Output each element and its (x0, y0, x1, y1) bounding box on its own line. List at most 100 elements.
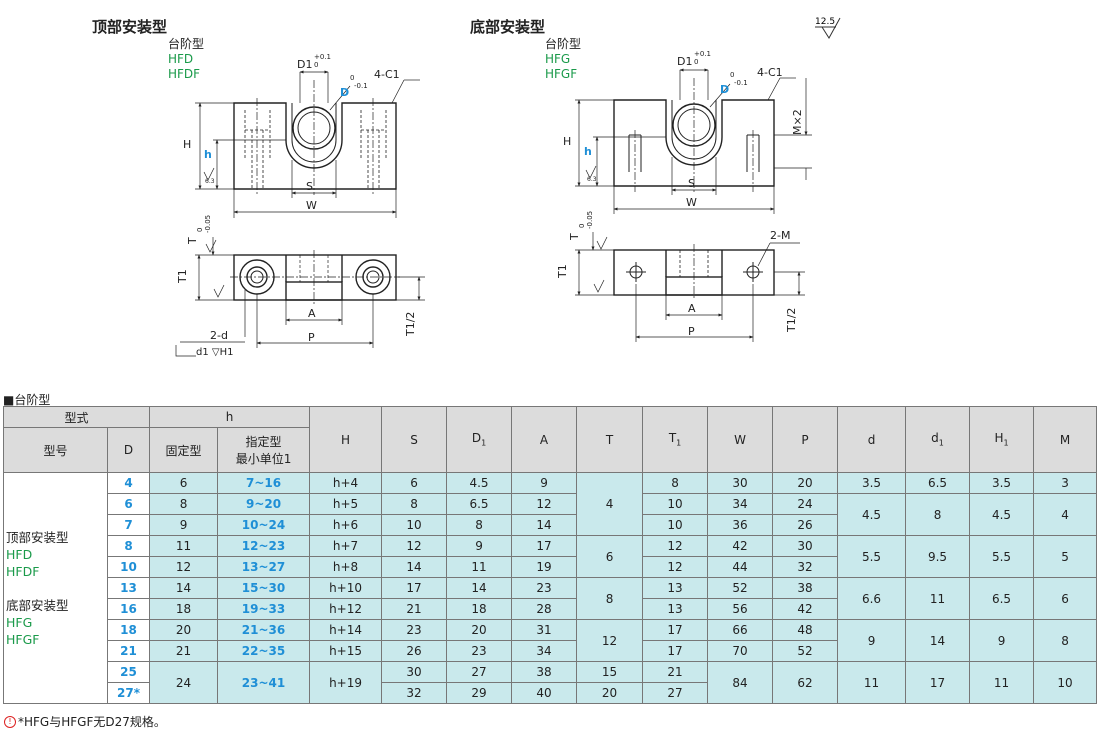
cell-S: 14 (381, 556, 448, 578)
cell-hs: 22~35 (217, 640, 311, 662)
svg-text:d1 ▽H1: d1 ▽H1 (196, 347, 233, 358)
cell-H1: 9 (969, 619, 1035, 662)
cell-hs: 10~24 (217, 514, 311, 536)
cell-hf: 21 (149, 640, 219, 662)
cell-d: 3.5 (837, 472, 907, 494)
cell-A: 14 (511, 514, 578, 536)
cell-H1: 5.5 (969, 535, 1035, 578)
cell-T1: 17 (642, 640, 709, 662)
spec-table: 型式 h H S D1 A T T1 W P d d1 H1 M 型号 D 固定… (2, 406, 1098, 704)
cell-W: 66 (707, 619, 774, 641)
cell-D1: 9 (446, 535, 513, 557)
cell-M: 3 (1033, 472, 1098, 494)
cell-H: h+8 (309, 556, 383, 578)
cell-hf: 9 (149, 514, 219, 536)
svg-text:4-C1: 4-C1 (374, 68, 400, 81)
cell-A: 40 (511, 682, 578, 704)
cell-P: 30 (772, 535, 839, 557)
cell-P: 52 (772, 640, 839, 662)
svg-text:-0.1: -0.1 (354, 82, 368, 90)
cell-H: h+12 (309, 598, 383, 620)
cell-H1: 11 (969, 661, 1035, 704)
cell-D: 18 (106, 619, 151, 641)
header-type: 型式 (2, 406, 151, 428)
bottom-front-labels: D1 +0.1 0 D 0 -0.1 4-C1 M×2 H h S W 6.3 (563, 50, 804, 209)
cell-H: h+4 (309, 472, 383, 494)
roughness-symbol: 12.5 (815, 17, 841, 39)
cell-P: 48 (772, 619, 839, 641)
svg-text:-0.05: -0.05 (586, 211, 594, 229)
svg-text:A: A (308, 307, 316, 320)
cell-A: 34 (511, 640, 578, 662)
cell-H: h+6 (309, 514, 383, 536)
cell-d1: 9.5 (905, 535, 971, 578)
svg-text:T1: T1 (556, 264, 569, 279)
cell-S: 17 (381, 577, 448, 599)
svg-text:M×2: M×2 (791, 109, 804, 135)
cell-d: 4.5 (837, 493, 907, 536)
svg-text:-0.05: -0.05 (204, 215, 212, 233)
cell-d1: 11 (905, 577, 971, 620)
footnote: ! *HFG与HFGF无D27规格。 (4, 713, 166, 730)
header-model: 型号 (3, 427, 108, 473)
header-H: H (309, 406, 383, 473)
cell-M: 5 (1033, 535, 1098, 578)
cell-S: 30 (381, 661, 448, 683)
cell-d1: 14 (905, 619, 971, 662)
cell-P: 26 (772, 514, 839, 536)
svg-text:6.3: 6.3 (205, 178, 215, 185)
cell-hf: 6 (149, 472, 219, 494)
cell-W: 44 (707, 556, 774, 578)
cell-D: 8 (106, 535, 151, 557)
svg-text:P: P (688, 325, 695, 338)
header-H1: H1 (969, 406, 1035, 473)
header-T: T (576, 406, 644, 473)
cell-W: 52 (707, 577, 774, 599)
cell-S: 32 (381, 682, 448, 704)
cell-T1: 13 (642, 577, 709, 599)
svg-text:T1: T1 (176, 269, 189, 284)
cell-H: h+5 (309, 493, 383, 515)
cell-hf: 24 (149, 661, 219, 704)
cell-S: 23 (381, 619, 448, 641)
cell-M: 10 (1033, 661, 1098, 704)
cell-P: 32 (772, 556, 839, 578)
cell-P: 42 (772, 598, 839, 620)
header-D: D (106, 427, 151, 473)
cell-W: 34 (707, 493, 774, 515)
cell-D1: 8 (446, 514, 513, 536)
table-row: 25 24 23~41 h+19 30 27 38 15 21 84 62 11… (4, 661, 1098, 704)
cell-M: 6 (1033, 577, 1098, 620)
cell-d: 9 (837, 619, 907, 662)
cell-hs: 15~30 (217, 577, 311, 599)
cell-A: 38 (511, 661, 578, 683)
top-type-label: 台阶型 (168, 37, 205, 51)
cell-W: 70 (707, 640, 774, 662)
cell-D1: 4.5 (446, 472, 513, 494)
cell-hs: 21~36 (217, 619, 311, 641)
table-row: 6 8 9~20 h+5 8 6.5 12 10 34 24 4.5 8 4.5… (4, 493, 1098, 536)
cell-T1: 10 (642, 493, 709, 515)
svg-text:0: 0 (350, 74, 354, 82)
cell-T: 4 (576, 472, 644, 536)
cell-D: 10 (106, 556, 151, 578)
cell-hs: 7~16 (217, 472, 311, 494)
header-D1: D1 (446, 406, 513, 473)
cell-hs: 23~41 (217, 661, 311, 704)
cell-D: 16 (106, 598, 151, 620)
svg-text:0: 0 (314, 61, 318, 69)
cell-M: 4 (1033, 493, 1098, 536)
cell-W: 42 (707, 535, 774, 557)
cell-T1: 12 (642, 556, 709, 578)
cell-W: 30 (707, 472, 774, 494)
cell-A: 9 (511, 472, 578, 494)
cell-D: 4 (106, 472, 151, 494)
cell-d: 5.5 (837, 535, 907, 578)
cell-T: 20 (576, 682, 644, 704)
bottom-plan-labels: T 0 -0.05 T1 A P T1/2 2-M (556, 211, 798, 338)
cell-T1: 21 (642, 661, 709, 683)
svg-text:H: H (183, 138, 191, 151)
cell-A: 31 (511, 619, 578, 641)
header-h: h (149, 406, 311, 428)
svg-text:6.3: 6.3 (587, 176, 597, 183)
